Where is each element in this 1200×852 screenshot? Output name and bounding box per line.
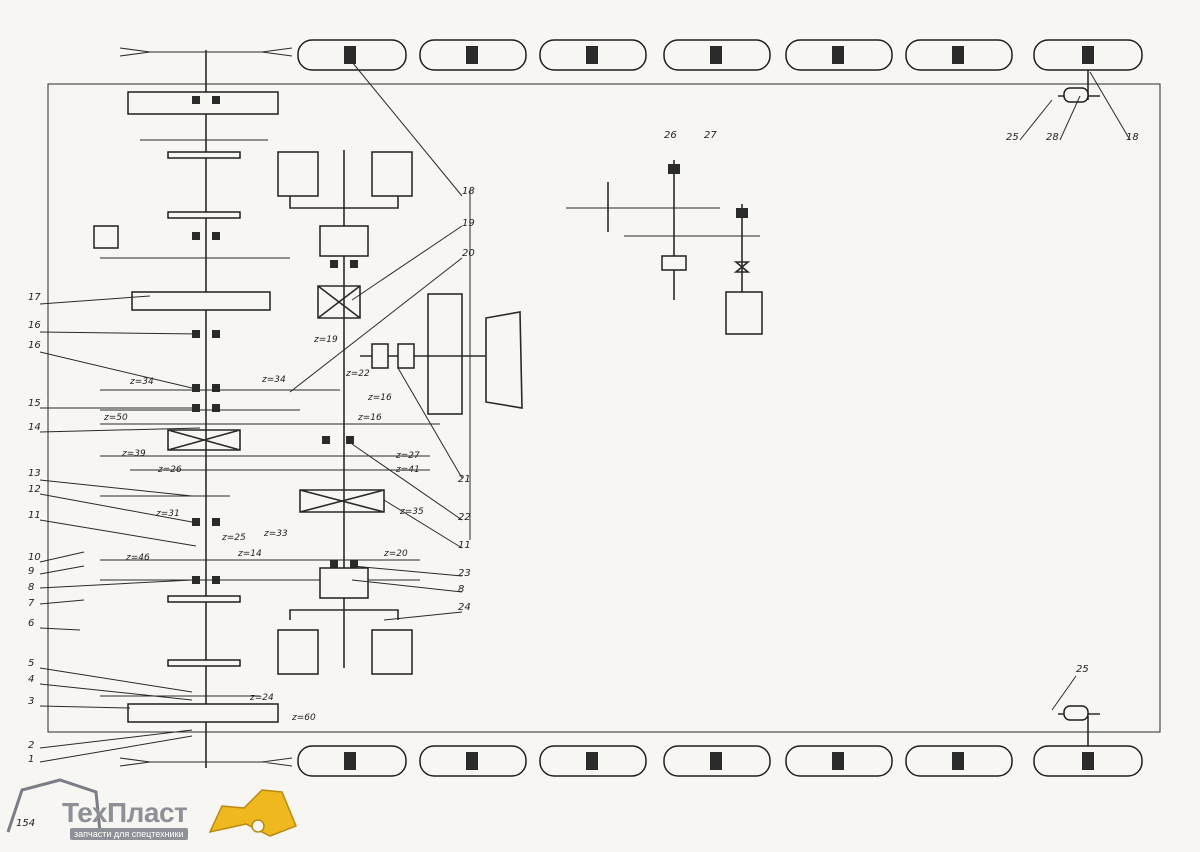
callout-16a: 16 bbox=[28, 320, 41, 331]
logo-tagline: запчасти для спецтехники bbox=[70, 828, 188, 840]
gear-label: z=46 bbox=[125, 553, 150, 563]
callout-14: 14 bbox=[28, 422, 41, 433]
top-right-callouts: 25 28 18 bbox=[1006, 132, 1139, 143]
callout-3: 3 bbox=[28, 696, 34, 707]
callout-7: 7 bbox=[28, 598, 35, 609]
gear-label: z=35 bbox=[399, 507, 424, 517]
gear-label: z=24 bbox=[249, 693, 274, 703]
gear-label: z=39 bbox=[121, 449, 146, 459]
callout-5: 5 bbox=[28, 658, 34, 669]
logo-mark: 154 bbox=[6, 778, 297, 837]
gear-label: z=60 bbox=[291, 713, 316, 723]
gear-label: z=25 bbox=[221, 533, 246, 543]
upper-final-drive bbox=[277, 151, 413, 257]
right-callouts: 18 19 20 21 22 11 23 8 24 bbox=[458, 186, 475, 613]
callout-27: 27 bbox=[704, 130, 717, 141]
callout-16b: 16 bbox=[28, 340, 41, 351]
gear-label: z=16 bbox=[357, 413, 382, 423]
callout-10: 10 bbox=[28, 552, 41, 563]
callout-26: 26 bbox=[664, 130, 677, 141]
callout-11: 11 bbox=[28, 510, 41, 521]
callout-19: 19 bbox=[462, 218, 475, 229]
callout-18: 18 bbox=[462, 186, 475, 197]
callout-12: 12 bbox=[28, 484, 41, 495]
callout-20: 20 bbox=[462, 248, 475, 259]
callout-17: 17 bbox=[28, 292, 41, 303]
callout-4: 4 bbox=[28, 674, 34, 685]
gear-label: z=22 bbox=[345, 369, 370, 379]
callout-13: 13 bbox=[28, 468, 41, 479]
gear-label: z=20 bbox=[383, 549, 408, 559]
main-shaft-bars bbox=[127, 91, 279, 723]
callout-8: 8 bbox=[28, 582, 34, 593]
callout-24: 24 bbox=[458, 602, 471, 613]
callout-18-top: 18 bbox=[1126, 132, 1139, 143]
gear-label: z=34 bbox=[129, 377, 154, 387]
callout-9: 9 bbox=[28, 566, 34, 577]
callout-28: 28 bbox=[1046, 132, 1059, 143]
gear-label: z=33 bbox=[263, 529, 288, 539]
callout-8r: 8 bbox=[458, 584, 464, 595]
mid-unit bbox=[566, 160, 763, 335]
callout-6: 6 bbox=[28, 618, 34, 629]
callout-11r: 11 bbox=[458, 540, 471, 551]
gear-label: z=50 bbox=[103, 413, 128, 423]
gear-labels: z=34 z=34 z=50 z=39 z=26 z=31 z=33 z=25 … bbox=[103, 335, 424, 723]
logo-wordmark: ТехПласт bbox=[62, 797, 188, 829]
lower-final-drive bbox=[277, 567, 413, 675]
differential-units bbox=[167, 285, 385, 513]
pump-box bbox=[93, 225, 119, 249]
gear-label: z=34 bbox=[261, 375, 286, 385]
gear-label: z=26 bbox=[157, 465, 182, 475]
gear-label: z=16 bbox=[367, 393, 392, 403]
callout-25-top: 25 bbox=[1006, 132, 1019, 143]
callout-21: 21 bbox=[458, 474, 471, 485]
callout-1: 1 bbox=[28, 754, 34, 765]
logo-name-part1: Тех bbox=[62, 797, 107, 828]
callout-23: 23 bbox=[458, 568, 471, 579]
bearings bbox=[192, 96, 358, 584]
callout-15: 15 bbox=[28, 398, 41, 409]
logo-name-part2: Пласт bbox=[106, 797, 188, 828]
callout-2: 2 bbox=[28, 740, 34, 751]
cross-shafts bbox=[100, 139, 440, 697]
leader-lines bbox=[39, 61, 1131, 763]
gear-label: z=41 bbox=[395, 465, 420, 475]
gear-label: z=27 bbox=[395, 451, 420, 461]
page-number: 154 bbox=[16, 818, 35, 829]
callout-22: 22 bbox=[458, 512, 471, 523]
gear-label: z=19 bbox=[313, 335, 338, 345]
gear-label: z=31 bbox=[155, 509, 180, 519]
left-callouts: 17 16 16 15 14 13 12 11 10 9 8 7 6 5 4 3… bbox=[28, 292, 41, 765]
right-drive-unit bbox=[360, 293, 523, 415]
gear-label: z=14 bbox=[237, 549, 262, 559]
callout-25-bottom: 25 bbox=[1076, 664, 1089, 675]
